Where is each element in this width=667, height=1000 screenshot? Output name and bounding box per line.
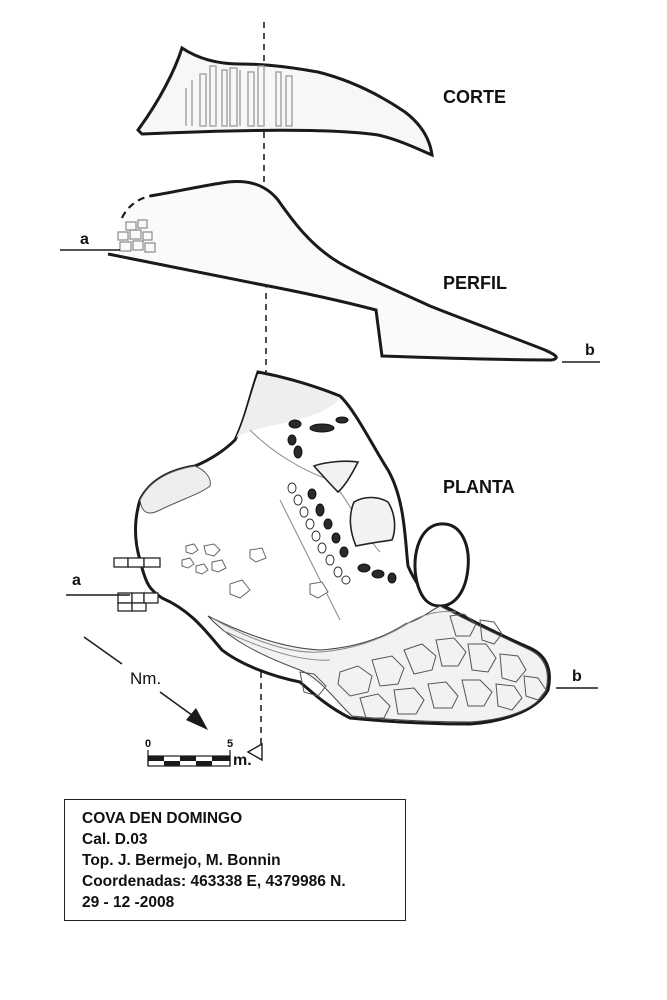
scale-start-label: 0	[145, 738, 152, 750]
north-arrow-icon	[83, 636, 208, 730]
profile-point-b-label: b	[585, 342, 595, 359]
survey-date: 29 - 12 -2008	[82, 894, 175, 911]
info-box: COVA DEN DOMINGO Cal. D.03 Top. J. Berme…	[64, 799, 406, 921]
alignment-line	[260, 22, 267, 748]
section-label-corte: CORTE	[443, 87, 506, 107]
coordinates: Coordenadas: 463338 E, 4379986 N.	[82, 873, 346, 890]
topography-credit: Top. J. Bermejo, M. Bonnin	[82, 852, 281, 869]
plan-point-a-label: a	[72, 572, 81, 589]
scale-bar	[147, 750, 231, 767]
section-label-planta: PLANTA	[443, 477, 515, 497]
planta-section	[113, 370, 551, 726]
cave-name: COVA DEN DOMINGO	[82, 810, 243, 827]
section-label-perfil: PERFIL	[443, 273, 508, 293]
plan-point-b-label: b	[572, 668, 582, 685]
scale-unit-label: m.	[233, 752, 252, 769]
cave-code: Cal. D.03	[82, 831, 148, 848]
scale-end-label: 5	[227, 738, 234, 750]
triangle-marker-icon	[246, 742, 263, 762]
corte-section	[136, 45, 434, 158]
profile-point-a-label: a	[80, 231, 89, 248]
perfil-section	[107, 180, 558, 362]
north-label: Nm.	[130, 669, 162, 688]
